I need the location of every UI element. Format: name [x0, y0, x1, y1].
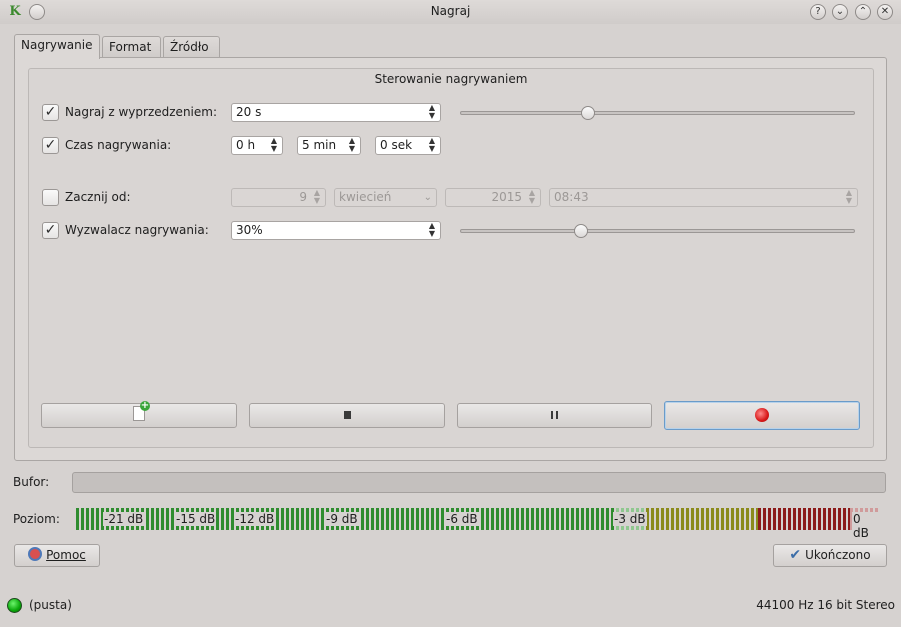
year-spinbox[interactable]: 2015 ▲▼: [445, 188, 541, 207]
title-bar: K Nagraj ? ⌄ ⌃ ✕: [0, 0, 901, 24]
buffer-label: Bufor:: [13, 475, 50, 489]
status-text: (pusta): [29, 598, 72, 612]
tab-nagrywanie[interactable]: Nagrywanie: [14, 34, 100, 59]
stop-button[interactable]: [249, 403, 445, 428]
pause-button[interactable]: [457, 403, 652, 428]
time-spinbox[interactable]: 08:43 ▲▼: [549, 188, 858, 207]
trigger-slider-handle[interactable]: [574, 224, 588, 238]
start-at-checkbox[interactable]: [42, 189, 59, 206]
done-button-label: Ukończono: [805, 548, 871, 562]
pre-record-slider[interactable]: [460, 111, 855, 115]
chevron-down-icon[interactable]: ⌄: [423, 192, 432, 203]
help-icon[interactable]: ?: [810, 4, 826, 20]
db-label: -3 dB: [613, 512, 647, 526]
help-button-label: Pomoc: [46, 548, 86, 562]
trigger-label: Wyzwalacz nagrywania:: [65, 223, 209, 237]
stop-icon: [343, 410, 351, 419]
record-time-checkbox[interactable]: ✓: [42, 137, 59, 154]
start-at-label: Zacznij od:: [65, 190, 131, 204]
month-combobox[interactable]: kwiecień ⌄: [334, 188, 437, 207]
day-value: 9: [299, 190, 307, 204]
new-button[interactable]: [41, 401, 237, 428]
record-icon: [755, 407, 769, 422]
hours-spinbox[interactable]: 0 h ▲▼: [231, 136, 283, 155]
done-button[interactable]: ✔Ukończono: [773, 544, 887, 567]
db-label: -9 dB: [325, 512, 359, 526]
record-time-label: Czas nagrywania:: [65, 138, 172, 152]
audio-format-text: 44100 Hz 16 bit Stereo: [756, 598, 895, 612]
tab-format[interactable]: Format: [102, 36, 161, 58]
pre-record-label: Nagraj z wyprzedzeniem:: [65, 105, 217, 119]
help-button[interactable]: Pomoc: [14, 544, 100, 567]
year-value: 2015: [491, 190, 522, 204]
recording-control-group: [28, 68, 874, 448]
level-label: Poziom:: [13, 512, 60, 526]
pause-icon: [551, 410, 558, 419]
hours-value: 0 h: [236, 138, 256, 152]
meter-red-segment: [758, 508, 850, 530]
spin-updown-icon[interactable]: ▲▼: [313, 188, 321, 205]
tab-zrodlo[interactable]: Źródło: [163, 36, 220, 58]
pre-record-slider-handle[interactable]: [581, 106, 595, 120]
month-value: kwiecień: [339, 190, 392, 204]
buffer-progress-bar: [72, 472, 886, 493]
close-icon[interactable]: ✕: [877, 4, 893, 20]
day-spinbox[interactable]: 9 ▲▼: [231, 188, 326, 207]
status-led-icon: [7, 598, 22, 613]
db-label: -12 dB: [234, 512, 276, 526]
db-label: 0 dB: [852, 512, 880, 540]
spin-updown-icon[interactable]: ▲▼: [270, 136, 278, 153]
checkmark-icon: ✔: [789, 547, 802, 563]
trigger-checkbox[interactable]: ✓: [42, 222, 59, 239]
maximize-icon[interactable]: ⌃: [855, 4, 871, 20]
db-label: -6 dB: [445, 512, 479, 526]
seconds-spinbox[interactable]: 0 sek ▲▼: [375, 136, 441, 155]
spin-updown-icon[interactable]: ▲▼: [845, 188, 853, 205]
window-title: Nagraj: [430, 4, 471, 18]
time-value: 08:43: [554, 190, 589, 204]
new-document-icon: [133, 401, 150, 421]
spin-updown-icon[interactable]: ▲▼: [528, 188, 536, 205]
pre-record-value: 20 s: [236, 105, 262, 119]
shade-icon[interactable]: ⌄: [832, 4, 848, 20]
pre-record-checkbox[interactable]: ✓: [42, 104, 59, 121]
window-menu-icon[interactable]: [29, 4, 45, 20]
group-title: Sterowanie nagrywaniem: [374, 72, 528, 86]
minutes-value: 5 min: [302, 138, 337, 152]
db-label: -15 dB: [175, 512, 217, 526]
trigger-slider[interactable]: [460, 229, 855, 233]
trigger-spinbox[interactable]: 30% ▲▼: [231, 221, 441, 240]
pre-record-spinbox[interactable]: 20 s ▲▼: [231, 103, 441, 122]
trigger-value: 30%: [236, 223, 263, 237]
kwave-icon[interactable]: K: [9, 4, 21, 19]
seconds-value: 0 sek: [380, 138, 413, 152]
spin-updown-icon[interactable]: ▲▼: [428, 221, 436, 238]
level-meter: -21 dB -15 dB -12 dB -9 dB -6 dB -3 dB 0…: [76, 508, 880, 540]
minutes-spinbox[interactable]: 5 min ▲▼: [297, 136, 361, 155]
lifebuoy-icon: [28, 547, 43, 561]
spin-updown-icon[interactable]: ▲▼: [428, 103, 436, 120]
db-label: -21 dB: [103, 512, 145, 526]
record-button[interactable]: [664, 401, 860, 430]
meter-yellow-segment: [646, 508, 758, 530]
spin-updown-icon[interactable]: ▲▼: [428, 136, 436, 153]
spin-updown-icon[interactable]: ▲▼: [348, 136, 356, 153]
